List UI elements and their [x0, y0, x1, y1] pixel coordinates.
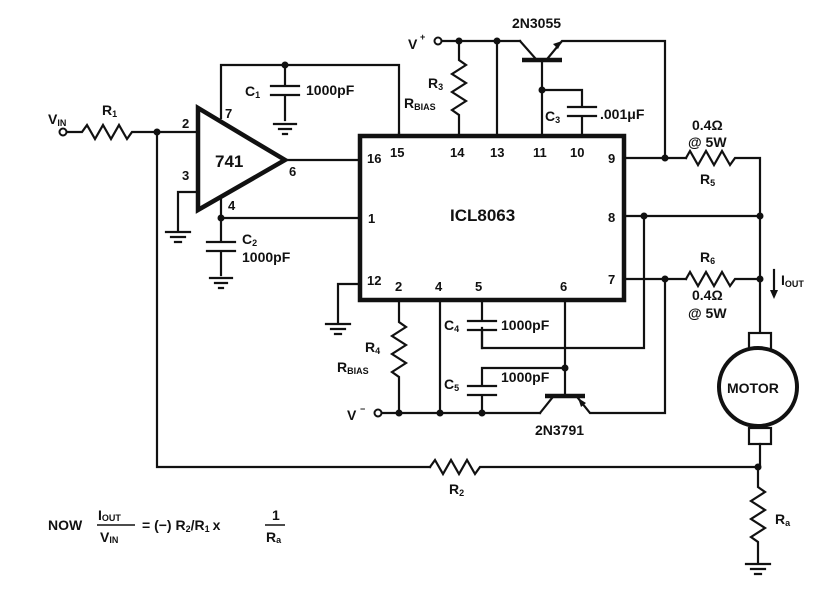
resistor-r5: 0.4Ω @ 5W R5: [684, 117, 762, 218]
resistor-r2: R2: [428, 457, 760, 498]
junction: [395, 409, 403, 417]
svg-text:4: 4: [228, 198, 236, 213]
svg-text:R4: R4: [365, 339, 380, 356]
capacitor-c5: C5 1000pF: [444, 366, 567, 415]
svg-text:1000pF: 1000pF: [306, 82, 355, 98]
svg-text:ICL8063: ICL8063: [450, 206, 515, 225]
svg-text:R5: R5: [700, 171, 715, 188]
svg-text:C4: C4: [444, 317, 459, 334]
svg-text:12: 12: [367, 273, 381, 288]
svg-text:@ 5W: @ 5W: [688, 134, 727, 150]
wire: [176, 190, 198, 232]
svg-text:1: 1: [368, 211, 375, 226]
junction: [661, 154, 669, 162]
svg-text:741: 741: [215, 152, 243, 171]
svg-text:6: 6: [560, 279, 567, 294]
svg-text:1000pF: 1000pF: [501, 369, 550, 385]
svg-text:VIN: VIN: [48, 111, 66, 128]
svg-text:1000pF: 1000pF: [501, 317, 550, 333]
svg-text:C5: C5: [444, 376, 459, 393]
svg-text:13: 13: [490, 145, 504, 160]
capacitor-c1: C1 1000pF: [245, 63, 355, 136]
svg-text:0.4Ω: 0.4Ω: [692, 117, 723, 133]
svg-text:14: 14: [450, 145, 465, 160]
wire-feedback: [155, 130, 432, 469]
svg-text:R1: R1: [102, 102, 117, 119]
wire-pin4: [219, 196, 360, 220]
ground-icon: [164, 230, 192, 244]
svg-text:= (−) R2/R1x: = (−) R2/R1x: [142, 517, 221, 534]
svg-text:MOTOR: MOTOR: [727, 380, 779, 396]
svg-text:R6: R6: [700, 249, 715, 266]
resistor-ra: Ra: [744, 465, 791, 576]
svg-text:2N3791: 2N3791: [535, 422, 584, 438]
svg-text:3: 3: [182, 168, 189, 183]
wire-pin7: [219, 63, 401, 135]
wire: [336, 282, 360, 324]
capacitor-c4: C4 1000pF: [444, 300, 550, 350]
svg-text:+: +: [420, 32, 425, 42]
svg-text:V: V: [347, 407, 357, 423]
supply-negative: V −: [347, 404, 383, 423]
svg-text:C1: C1: [245, 83, 260, 100]
svg-text:1: 1: [272, 507, 280, 523]
resistor-r3: R3 RBIAS: [404, 39, 469, 136]
current-arrow-icon: IOUT: [770, 268, 804, 299]
svg-text:2: 2: [182, 116, 189, 131]
resistor-r6: R6 0.4Ω @ 5W: [684, 249, 762, 321]
svg-text:RBIAS: RBIAS: [404, 95, 436, 112]
resistor-r4: R4 RBIAS: [337, 300, 409, 415]
svg-text:.001μF: .001μF: [600, 106, 645, 122]
transistor-2n3055: 2N3055: [512, 15, 667, 160]
svg-text:R2: R2: [449, 481, 464, 498]
svg-text:2N3055: 2N3055: [512, 15, 561, 31]
svg-text:6: 6: [289, 164, 296, 179]
svg-text:5: 5: [475, 279, 482, 294]
svg-text:−: −: [360, 404, 365, 414]
junction: [436, 409, 444, 417]
svg-text:1000pF: 1000pF: [242, 249, 291, 265]
svg-text:11: 11: [533, 145, 547, 160]
svg-text:7: 7: [608, 272, 615, 287]
svg-text:C2: C2: [242, 231, 257, 248]
svg-text:R3: R3: [428, 75, 443, 92]
svg-text:8: 8: [608, 210, 615, 225]
svg-text:4: 4: [435, 279, 443, 294]
svg-text:2: 2: [395, 279, 402, 294]
svg-text:NOW: NOW: [48, 517, 83, 533]
svg-text:RBIAS: RBIAS: [337, 359, 369, 376]
svg-text:Ra: Ra: [266, 529, 282, 545]
junction: [478, 409, 486, 417]
svg-text:Ra: Ra: [775, 511, 791, 528]
svg-text:15: 15: [390, 145, 404, 160]
capacitor-c2: C2 1000pF: [205, 216, 291, 290]
svg-text:VIN: VIN: [100, 529, 118, 545]
svg-text:16: 16: [367, 151, 381, 166]
input-terminal: VIN: [48, 111, 68, 137]
svg-text:9: 9: [608, 151, 615, 166]
svg-text:V: V: [408, 36, 418, 52]
capacitor-c3: C3 .001μF: [540, 88, 645, 136]
motor: MOTOR: [717, 331, 799, 446]
svg-text:IOUT: IOUT: [98, 507, 121, 523]
resistor-r1: R1: [65, 102, 159, 142]
svg-text:IOUT: IOUT: [781, 272, 804, 289]
ground-icon: [324, 322, 352, 336]
svg-text:7: 7: [225, 106, 232, 121]
supply-positive: V +: [408, 32, 443, 52]
transistor-2n3791: 2N3791: [535, 277, 667, 438]
svg-text:@ 5W: @ 5W: [688, 305, 727, 321]
svg-text:0.4Ω: 0.4Ω: [692, 287, 723, 303]
opamp-741: 741 2 3 7 4 6: [182, 104, 296, 214]
ic-icl8063: ICL8063 16 1 12 15 14 13 11 10 9 8 7 2 4…: [357, 133, 627, 303]
svg-text:10: 10: [570, 145, 584, 160]
svg-text:C3: C3: [545, 108, 560, 125]
